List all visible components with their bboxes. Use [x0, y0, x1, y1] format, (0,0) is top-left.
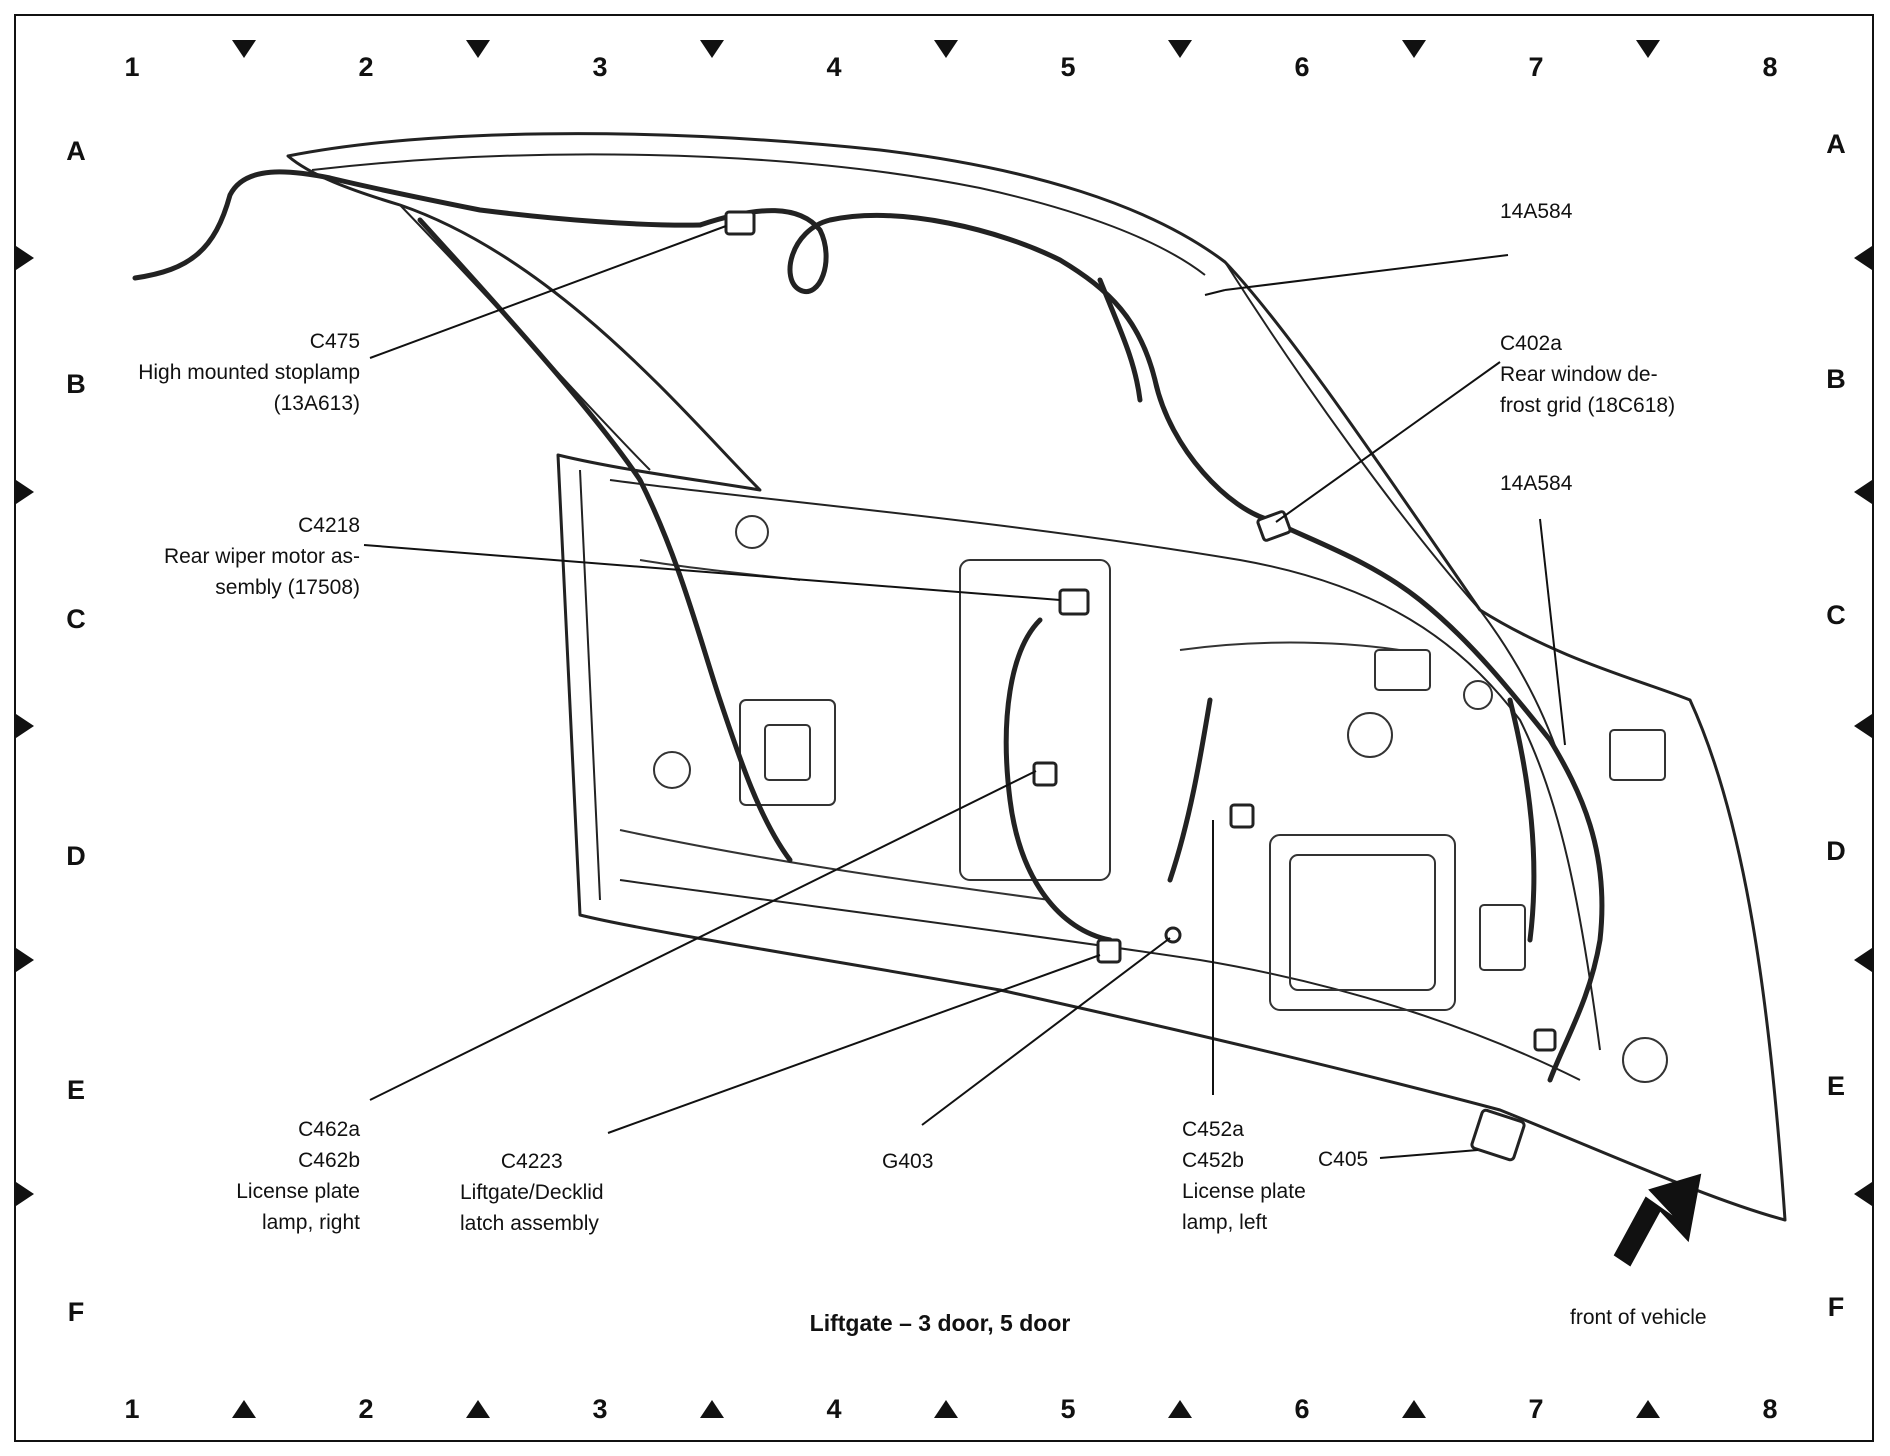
col-6-bottom: 6: [1294, 1394, 1310, 1424]
front-of-vehicle-label: front of vehicle: [1570, 1306, 1707, 1329]
col-7-bottom: 7: [1528, 1394, 1544, 1424]
callout-g403: G403: [882, 1150, 934, 1173]
diagram-title: Liftgate – 3 door, 5 door: [809, 1310, 1071, 1336]
row-c-right: C: [1826, 600, 1846, 630]
callout-c452: C452a C452b License plate lamp, left: [1182, 1118, 1306, 1234]
col-3-bottom: 3: [592, 1394, 608, 1424]
col-1-top: 1: [124, 52, 140, 82]
row-a-left: A: [66, 136, 86, 166]
leader-lines: [363, 225, 1566, 1159]
row-d-left: D: [66, 841, 86, 871]
callout-14a584-top: 14A584: [1500, 200, 1573, 223]
col-8-bottom: 8: [1762, 1394, 1778, 1424]
row-b-right: B: [1826, 364, 1846, 394]
row-d-right: D: [1826, 836, 1846, 866]
row-f-left: F: [67, 1297, 85, 1327]
row-e-right: E: [1826, 1071, 1845, 1101]
callout-c405: C405: [1318, 1148, 1369, 1171]
row-f-right: F: [1827, 1292, 1845, 1322]
grid-markers: [16, 40, 1872, 1418]
col-7-top: 7: [1528, 52, 1544, 82]
col-4-bottom: 4: [826, 1394, 842, 1424]
col-4-top: 4: [826, 52, 842, 82]
col-1-bottom: 1: [124, 1394, 140, 1424]
row-b-left: B: [66, 369, 86, 399]
front-arrow-icon: [1613, 1173, 1702, 1267]
diagram-frame: [14, 14, 1874, 1442]
callout-c462: C462a C462b License plate lamp, right: [236, 1118, 360, 1234]
col-5-bottom: 5: [1060, 1394, 1076, 1424]
col-8-top: 8: [1762, 52, 1778, 82]
col-2-bottom: 2: [358, 1394, 374, 1424]
row-a-right: A: [1826, 129, 1846, 159]
col-6-top: 6: [1294, 52, 1310, 82]
callout-14a584-right: 14A584: [1500, 472, 1573, 495]
wiring-harness: [132, 169, 1605, 1083]
col-5-top: 5: [1060, 52, 1076, 82]
callout-c402a: C402a Rear window de- frost grid (18C618…: [1500, 332, 1676, 417]
panel-features: [619, 515, 1668, 1083]
col-2-top: 2: [358, 52, 374, 82]
col-3-top: 3: [592, 52, 608, 82]
callout-c4218: C4218 Rear wiper motor as- sembly (17508…: [163, 514, 360, 599]
connectors: [724, 210, 1557, 1162]
callout-c475: C475 High mounted stoplamp (13A613): [138, 330, 360, 415]
row-e-left: E: [66, 1075, 85, 1105]
liftgate-body: [286, 132, 1787, 1222]
row-c-left: C: [66, 604, 86, 634]
callout-c4223: C4223 Liftgate/Decklid latch assembly: [460, 1150, 604, 1235]
